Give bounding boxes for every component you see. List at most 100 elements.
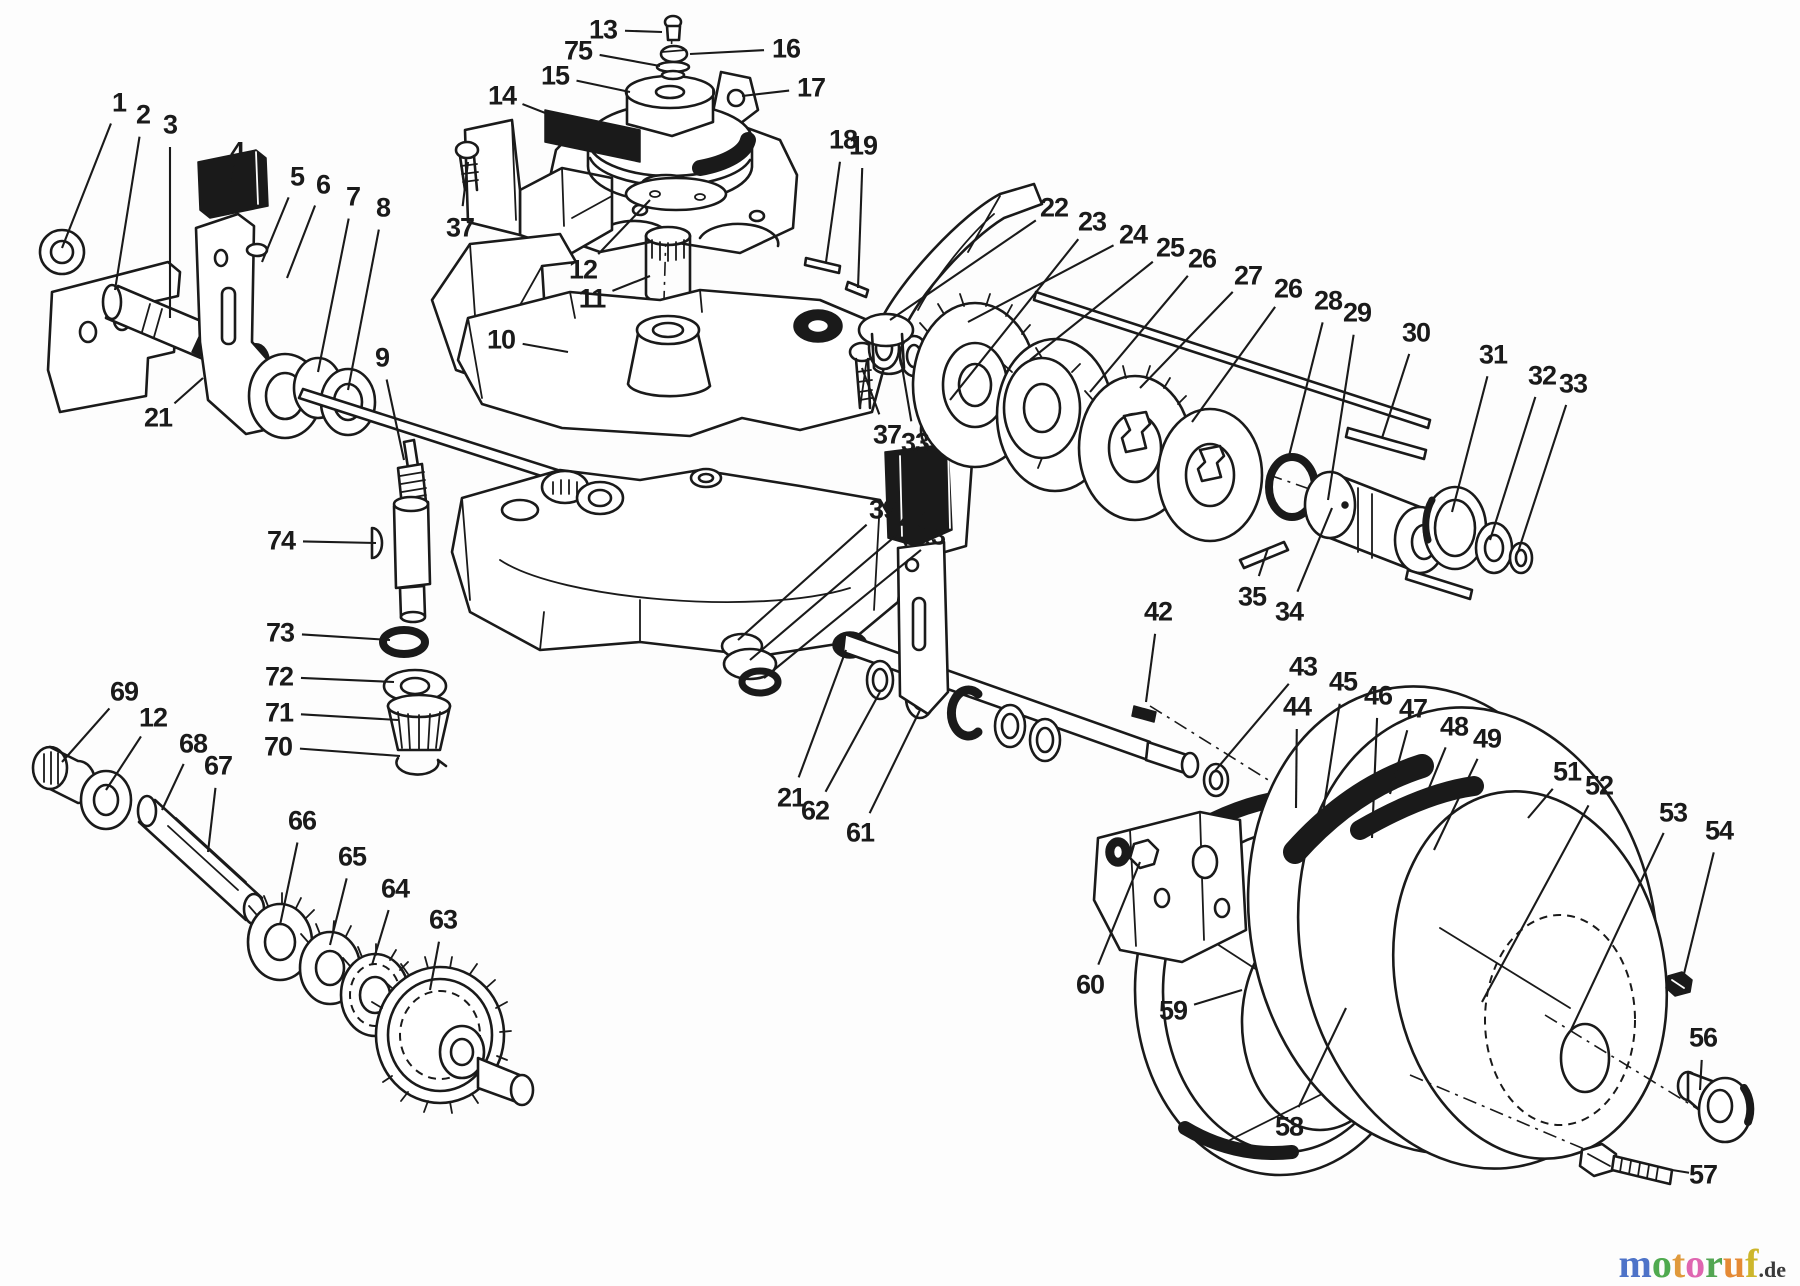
leader-line-47-55 <box>1388 729 1409 795</box>
part-callout-13-23: 13 <box>588 14 618 45</box>
part-callout-37-73: 37 <box>872 419 902 450</box>
leader-line-43-51 <box>1213 683 1290 773</box>
leader-line-69-15 <box>61 707 111 763</box>
leader-line-53-60 <box>1569 832 1665 1033</box>
leader-line-39-67 <box>737 523 868 641</box>
leader-line-23-36 <box>949 238 1080 401</box>
part-callout-54-61: 54 <box>1704 815 1734 846</box>
part-callout-69-15: 69 <box>109 676 139 707</box>
part-callout-64-21: 64 <box>380 873 410 904</box>
part-callout-26-39: 26 <box>1187 243 1217 274</box>
part-callout-62-71: 62 <box>800 795 830 826</box>
part-callout-33-47: 33 <box>1558 368 1588 399</box>
part-callout-23-36: 23 <box>1077 206 1107 237</box>
leader-line-22-35 <box>889 219 1037 321</box>
part-callout-11-31: 11 <box>578 283 607 314</box>
leader-line-37-29 <box>461 161 470 207</box>
part-callout-42-50: 42 <box>1143 596 1173 627</box>
part-callout-21-70: 21 <box>776 782 806 813</box>
part-callout-73-11: 73 <box>265 617 295 648</box>
part-callout-52-59: 52 <box>1584 770 1614 801</box>
part-callout-7-6: 7 <box>345 181 361 212</box>
leader-line-75-24 <box>599 53 661 68</box>
engine-mount-assembly <box>454 14 870 301</box>
leader-line-18-33 <box>824 161 842 263</box>
part-callout-28-42: 28 <box>1313 285 1343 316</box>
part-callout-74-10: 74 <box>266 525 296 556</box>
leader-line-1-0 <box>61 123 112 249</box>
part-callout-15-26: 15 <box>540 60 570 91</box>
leader-line-71-13 <box>300 713 399 722</box>
part-callout-21-9: 21 <box>143 402 173 433</box>
part-callout-12-30: 12 <box>568 254 598 285</box>
part-callout-4-3: 4 <box>229 136 245 167</box>
part-callout-8-7: 8 <box>375 192 391 223</box>
part-callout-18-33: 18 <box>828 124 858 155</box>
part-callout-63-22: 63 <box>428 904 458 935</box>
part-callout-43-51: 43 <box>1288 651 1318 682</box>
leader-line-72-12 <box>300 676 395 684</box>
leader-line-59-65 <box>1193 988 1243 1006</box>
part-callout-44-52: 44 <box>1282 691 1312 722</box>
leader-line-66-19 <box>278 842 299 926</box>
leader-line-64-21 <box>370 909 390 966</box>
leader-line-28-42 <box>1286 322 1324 461</box>
leader-line-12-30 <box>597 199 651 255</box>
part-callout-30-44: 30 <box>1401 317 1431 348</box>
leader-line-67-18 <box>206 787 217 853</box>
leader-line-52-59 <box>1481 804 1590 1003</box>
leader-line-61-72 <box>868 709 921 814</box>
part-callout-2-1: 2 <box>135 99 151 130</box>
leader-line-26-39 <box>1089 275 1189 393</box>
left-bracket-assembly <box>38 149 566 484</box>
part-callout-40-68: 40 <box>898 505 928 536</box>
part-callout-37-29: 37 <box>445 212 475 243</box>
part-callout-49-57: 49 <box>1472 723 1502 754</box>
part-callout-25-38: 25 <box>1155 232 1185 263</box>
leader-line-5-4 <box>261 196 290 263</box>
motoruf-logo[interactable]: motoruf.de <box>1619 1244 1787 1284</box>
part-callout-46-54: 46 <box>1363 680 1393 711</box>
part-callout-53-60: 53 <box>1658 797 1688 828</box>
part-callout-32-46: 32 <box>1527 360 1557 391</box>
bottom-left-gear-train <box>31 745 535 1114</box>
part-callout-61-72: 61 <box>845 817 875 848</box>
leader-line-4-3 <box>230 165 236 183</box>
leader-line-16-25 <box>689 49 765 56</box>
part-callout-3-2: 3 <box>162 109 178 140</box>
leader-line-68-17 <box>161 763 185 811</box>
part-callout-31-45: 31 <box>1478 339 1508 370</box>
leader-line-31-45 <box>1450 376 1489 513</box>
leader-line-32-46 <box>1488 396 1537 541</box>
part-callout-68-17: 68 <box>178 728 208 759</box>
leader-line-40-68 <box>749 534 897 661</box>
leader-line-6-5 <box>286 205 317 279</box>
leader-line-56-62 <box>1698 1059 1703 1091</box>
leader-line-33-74 <box>898 354 913 422</box>
part-callout-47-55: 47 <box>1398 693 1428 724</box>
part-callout-45-53: 45 <box>1328 666 1358 697</box>
part-callout-17-28: 17 <box>796 72 826 103</box>
leader-line-58-66 <box>1297 1007 1347 1108</box>
leader-line-12-16 <box>105 735 142 791</box>
part-callout-60-64: 60 <box>1075 969 1105 1000</box>
leader-line-9-8 <box>385 379 406 461</box>
part-callout-26-41: 26 <box>1273 273 1303 304</box>
leader-line-21-9 <box>173 377 204 405</box>
part-callout-29-43: 29 <box>1342 297 1372 328</box>
part-callout-5-4: 5 <box>289 161 305 192</box>
leader-line-62-71 <box>824 691 881 793</box>
leader-line-11-31 <box>612 275 651 292</box>
clutch-disc-cluster <box>911 293 1534 601</box>
leader-line-13-23 <box>624 29 663 34</box>
leader-line-35-48 <box>1257 547 1269 577</box>
leader-line-27-40 <box>1139 291 1234 389</box>
lower-housing-assembly <box>450 443 1461 901</box>
leader-line-57-63 <box>1671 1168 1690 1174</box>
leader-line-24-37 <box>967 244 1115 323</box>
part-callout-65-20: 65 <box>337 841 367 872</box>
part-callout-48-56: 48 <box>1439 711 1469 742</box>
logo-wordmark: motoruf <box>1618 1241 1759 1286</box>
